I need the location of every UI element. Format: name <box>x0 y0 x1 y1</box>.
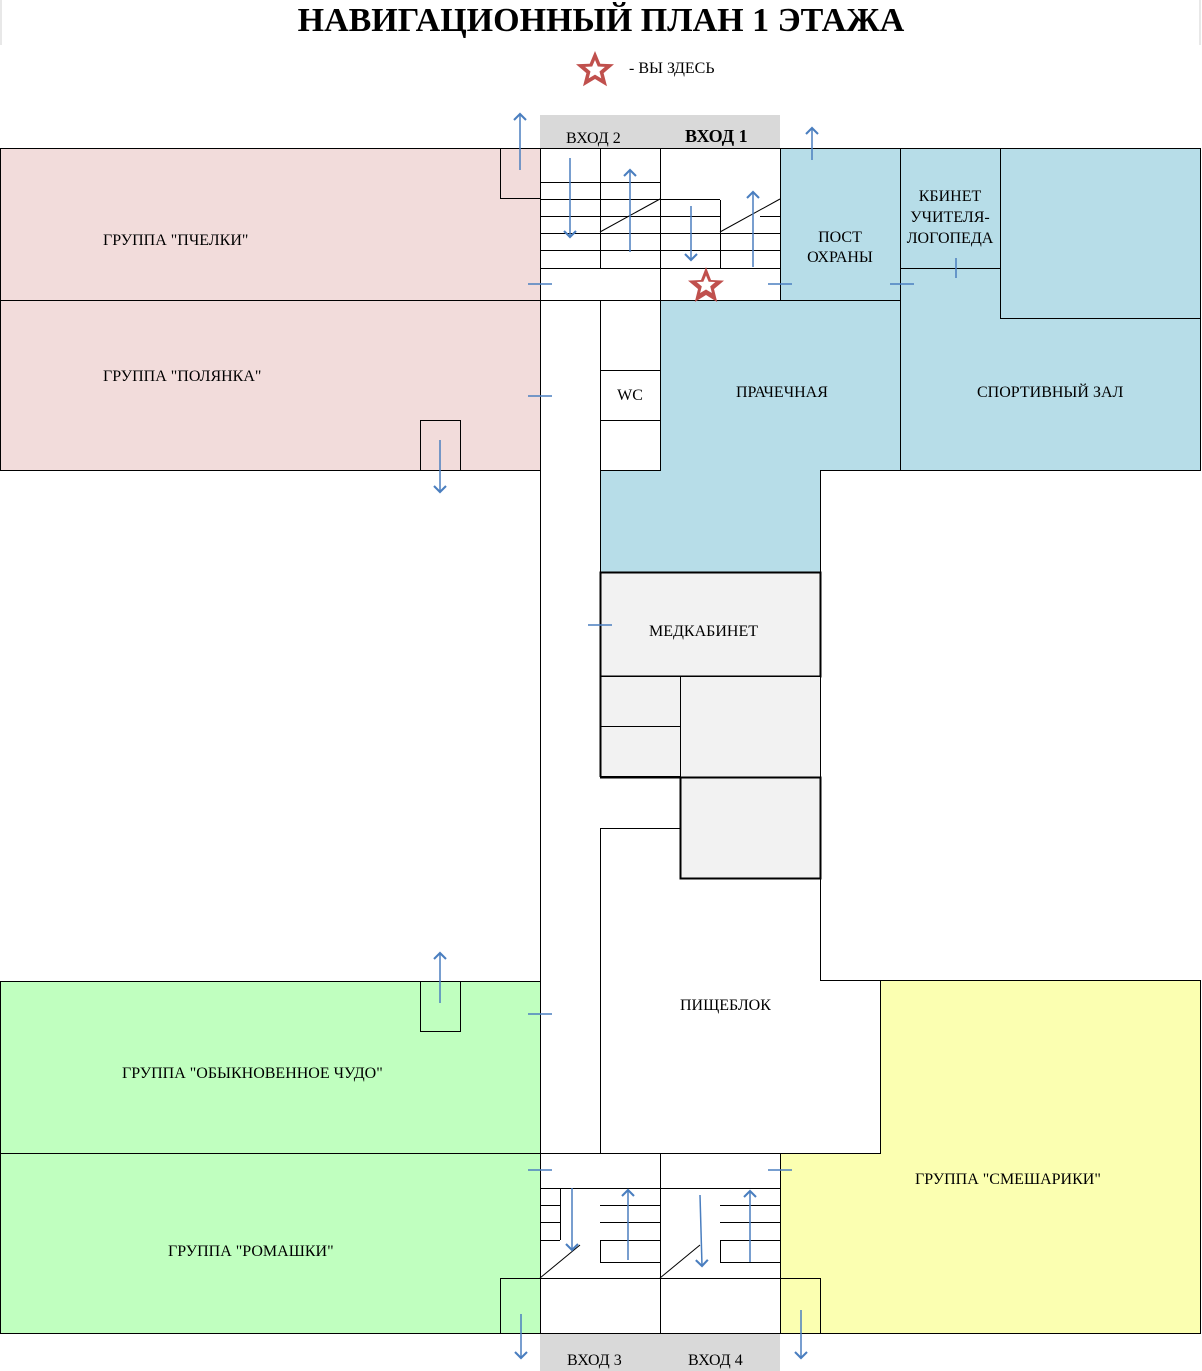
room-gym-annex <box>1000 148 1201 319</box>
room-speech-label-3: ЛОГОПЕДА <box>906 230 994 247</box>
room-chudo-label: ГРУППА "ОБЫКНОВЕННОЕ ЧУДО" <box>122 1065 383 1082</box>
room-wc[interactable] <box>600 370 661 421</box>
entrance-bottom-bar <box>540 1333 780 1371</box>
room-laundry-label: ПРАЧЕЧНАЯ <box>736 384 828 401</box>
room-pchelki-label: ГРУППА "ПЧЕЛКИ" <box>103 232 249 249</box>
room-pchelki[interactable] <box>0 148 541 301</box>
room-romashki-label: ГРУППА "РОМАШКИ" <box>168 1243 334 1260</box>
entrance-top-bar <box>540 115 780 149</box>
room-chudo[interactable] <box>0 981 541 1154</box>
page-title: НАВИГАЦИОННЫЙ ПЛАН 1 ЭТАЖА <box>297 2 905 39</box>
title-frame <box>0 0 1201 45</box>
entrance-4-label: ВХОД 4 <box>688 1352 743 1369</box>
room-gym-label: СПОРТИВНЫЙ ЗАЛ <box>977 384 1124 401</box>
entrance-1-label: ВХОД 1 <box>685 126 748 146</box>
room-security-label-1: ПОСТ <box>818 229 862 246</box>
medical-subroom-4 <box>679 776 822 880</box>
stairwell-bottom <box>539 1153 781 1334</box>
door-marks <box>528 258 957 1171</box>
room-speech-therapist[interactable] <box>900 148 1001 269</box>
room-speech-label-2: УЧИТЕЛЯ- <box>910 209 990 226</box>
medical-subroom-3 <box>680 676 821 778</box>
room-polyanka[interactable] <box>0 300 541 471</box>
entrance-2-label: ВХОД 2 <box>566 130 621 147</box>
room-wc-label: WC <box>617 387 643 404</box>
room-medical[interactable] <box>599 571 822 678</box>
direction-arrows <box>433 112 819 1360</box>
room-romashki[interactable] <box>0 1153 541 1334</box>
room-security-label-2: ОХРАНЫ <box>807 249 873 266</box>
room-laundry[interactable] <box>600 300 901 573</box>
room-security[interactable] <box>780 148 901 301</box>
you-are-here-star-icon <box>688 267 724 302</box>
star-icon <box>576 51 614 87</box>
medical-subroom-1 <box>600 676 681 727</box>
room-polyanka-label: ГРУППА "ПОЛЯНКА" <box>103 368 262 385</box>
room-medical-label: МЕДКАБИНЕТ <box>649 623 758 640</box>
room-smeshariki[interactable] <box>780 980 1201 1334</box>
entrance-3-label: ВХОД 3 <box>567 1352 622 1369</box>
legend-text: - ВЫ ЗДЕСЬ <box>629 60 715 77</box>
medical-subroom-2 <box>600 726 681 777</box>
room-smeshariki-label: ГРУППА "СМЕШАРИКИ" <box>915 1171 1101 1188</box>
room-speech-label-1: КБИНЕТ <box>918 188 982 205</box>
arrow-stair-down-4 <box>695 1194 709 1268</box>
stairwell-top <box>540 148 781 301</box>
room-kitchen-label: ПИЩЕБЛОК <box>680 997 771 1014</box>
